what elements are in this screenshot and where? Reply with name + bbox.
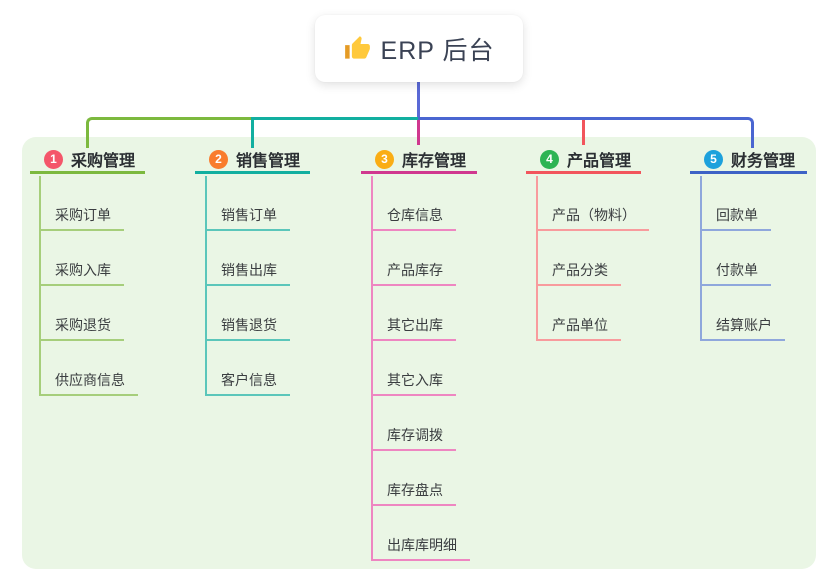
badge-4: 4	[540, 149, 559, 169]
topic-product-management[interactable]: 4 产品管理	[526, 147, 641, 174]
topic-inventory-management[interactable]: 3 库存管理	[361, 147, 477, 174]
node-stock-detail[interactable]: 出库库明细	[371, 535, 470, 561]
node-product-unit[interactable]: 产品单位	[536, 315, 621, 341]
node-purchase-return[interactable]: 采购退货	[39, 315, 124, 341]
node-warehouse-info[interactable]: 仓库信息	[371, 205, 456, 231]
mindmap-board-background	[22, 137, 816, 569]
topic-label: 财务管理	[731, 153, 796, 170]
spine-segment-sales	[251, 117, 422, 148]
root-node[interactable]: ERP 后台	[315, 15, 523, 82]
node-payment-order[interactable]: 付款单	[700, 260, 771, 286]
node-sales-return[interactable]: 销售退货	[205, 315, 290, 341]
node-product-category[interactable]: 产品分类	[536, 260, 621, 286]
node-other-outbound[interactable]: 其它出库	[371, 315, 456, 341]
node-other-inbound[interactable]: 其它入库	[371, 370, 456, 396]
topic-purchase-management[interactable]: 1 采购管理	[30, 147, 145, 174]
node-stock-transfer[interactable]: 库存调拨	[371, 425, 456, 451]
badge-5: 5	[704, 149, 723, 169]
drop-line-product	[582, 120, 585, 145]
branch-line-finance	[700, 176, 702, 341]
topic-finance-management[interactable]: 5 财务管理	[690, 147, 807, 174]
topic-label: 销售管理	[236, 153, 301, 170]
node-supplier-info[interactable]: 供应商信息	[39, 370, 138, 396]
topic-label: 库存管理	[402, 153, 467, 170]
root-connector-line	[417, 82, 420, 119]
spine-segment-purchase	[86, 117, 254, 148]
node-purchase-order[interactable]: 采购订单	[39, 205, 124, 231]
badge-2: 2	[209, 149, 228, 169]
branch-line-inventory	[371, 176, 373, 561]
badge-1: 1	[44, 149, 63, 169]
node-stock-take[interactable]: 库存盘点	[371, 480, 456, 506]
node-product-material[interactable]: 产品（物料）	[536, 205, 649, 231]
drop-line-inventory	[417, 120, 420, 145]
spine-segment-finance	[418, 117, 754, 148]
node-product-stock[interactable]: 产品库存	[371, 260, 456, 286]
node-receipt-order[interactable]: 回款单	[700, 205, 771, 231]
thumbs-up-icon	[344, 36, 370, 59]
topic-sales-management[interactable]: 2 销售管理	[195, 147, 310, 174]
topic-label: 采购管理	[71, 153, 136, 170]
branch-line-purchase	[39, 176, 41, 396]
topic-label: 产品管理	[567, 153, 632, 170]
node-settlement-account[interactable]: 结算账户	[700, 315, 785, 341]
node-sales-outbound[interactable]: 销售出库	[205, 260, 290, 286]
node-customer-info[interactable]: 客户信息	[205, 370, 290, 396]
badge-3: 3	[375, 149, 394, 169]
node-purchase-inbound[interactable]: 采购入库	[39, 260, 124, 286]
root-node-label: ERP 后台	[380, 36, 495, 65]
branch-line-product	[536, 176, 538, 341]
node-sales-order[interactable]: 销售订单	[205, 205, 290, 231]
branch-line-sales	[205, 176, 207, 396]
